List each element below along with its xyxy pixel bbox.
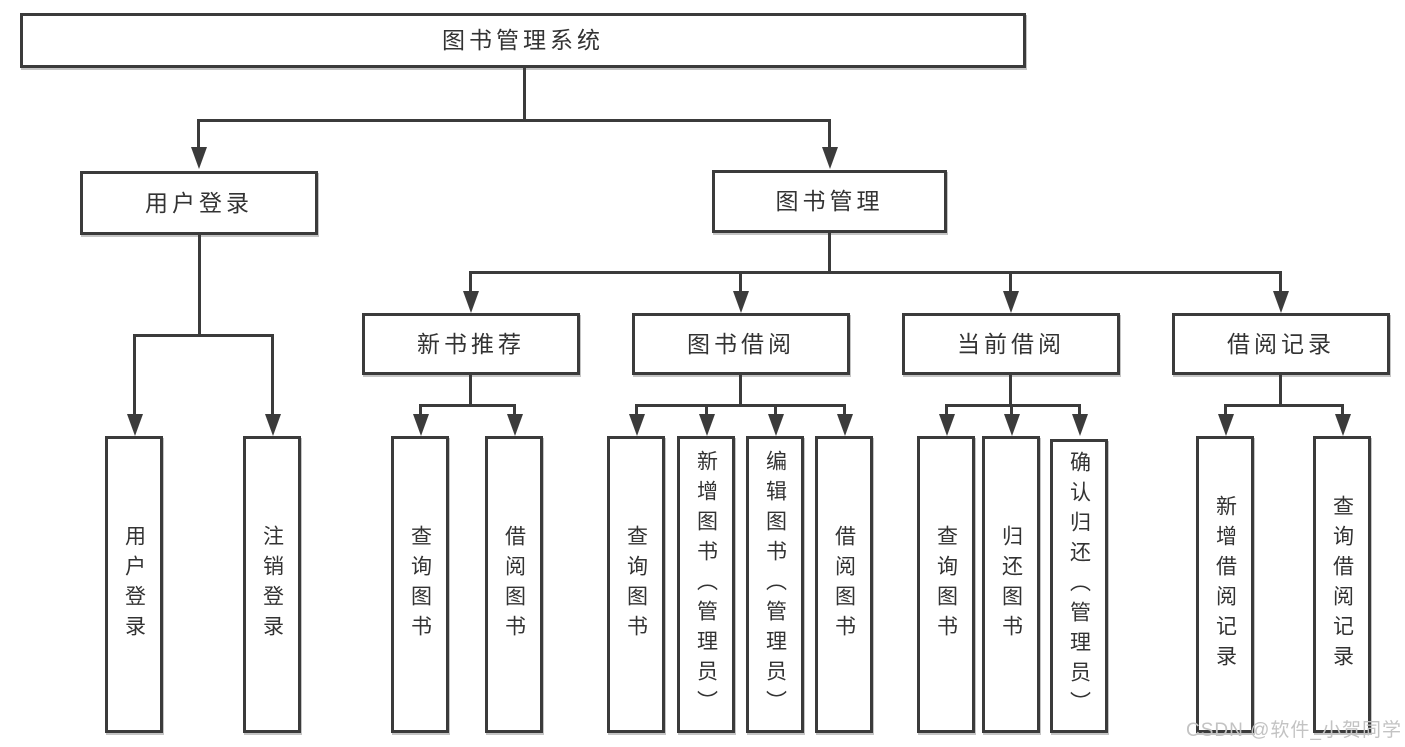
leaf-current-query-books: 查询图书 (917, 436, 975, 733)
leaf-borrowing-query-books: 查询图书 (607, 436, 665, 733)
arrow-down-icon (506, 414, 523, 436)
connector-line (1279, 375, 1282, 406)
node-label: 查询图书 (408, 524, 432, 645)
connector-line (419, 404, 422, 416)
node-user-login: 用户登录 (80, 171, 318, 235)
connector-line (469, 271, 472, 293)
leaf-records-query-record: 查询借阅记录 (1313, 436, 1371, 733)
watermark: CSDN @软件_小贺同学 (1186, 720, 1402, 741)
node-label: 编辑图书（管理员） (763, 449, 787, 720)
arrow-down-icon (190, 147, 207, 169)
node-label: 图书借阅 (687, 330, 795, 357)
arrow-down-icon (767, 414, 784, 436)
connector-line (635, 404, 846, 407)
node-label: 查询借阅记录 (1330, 494, 1354, 675)
leaf-newbooks-query-books: 查询图书 (391, 436, 449, 733)
node-borrowing-records: 借阅记录 (1172, 313, 1390, 375)
node-book-management: 图书管理 (712, 170, 947, 233)
node-label: 查询图书 (624, 524, 648, 645)
node-label: 注销登录 (260, 524, 284, 645)
node-label: 新增借阅记录 (1213, 494, 1237, 675)
connector-line (828, 119, 831, 148)
connector-line (198, 235, 201, 336)
node-label: 当前借阅 (957, 330, 1065, 357)
arrow-down-icon (1071, 414, 1088, 436)
connector-line (843, 404, 846, 416)
connector-line (419, 404, 516, 407)
connector-line (133, 334, 274, 337)
arrow-down-icon (821, 147, 838, 169)
arrow-down-icon (1217, 414, 1234, 436)
leaf-borrowing-edit-books-admin: 编辑图书（管理员） (746, 436, 804, 733)
connector-line (469, 375, 472, 406)
node-label: 确认归还（管理员） (1067, 451, 1091, 721)
connector-line (1009, 375, 1012, 406)
connector-line (1010, 404, 1013, 416)
connector-line (197, 119, 831, 122)
leaf-borrowing-borrow-books: 借阅图书 (815, 436, 873, 733)
connector-line (1224, 404, 1344, 407)
connector-line (1279, 271, 1282, 293)
arrow-down-icon (1003, 414, 1020, 436)
arrow-down-icon (698, 414, 715, 436)
arrow-down-icon (126, 414, 143, 436)
arrow-down-icon (732, 291, 749, 313)
connector-line (739, 271, 742, 293)
connector-line (1078, 404, 1081, 416)
arrow-down-icon (938, 414, 955, 436)
node-label: 归还图书 (999, 524, 1023, 645)
connector-line (197, 119, 200, 148)
node-book-borrowing: 图书借阅 (632, 313, 850, 375)
connector-line (133, 334, 136, 416)
arrow-down-icon (836, 414, 853, 436)
connector-line (1009, 271, 1012, 293)
node-label: 图书管理 (775, 188, 884, 214)
connector-line (774, 404, 777, 416)
node-label: 新增图书（管理员） (694, 449, 718, 720)
leaf-newbooks-borrow-books: 借阅图书 (485, 436, 543, 733)
connector-line (705, 404, 708, 416)
connector-line (1341, 404, 1344, 416)
leaf-current-return-books: 归还图书 (982, 436, 1040, 733)
node-label: 图书管理系统 (442, 27, 604, 53)
connector-line (523, 68, 526, 121)
connector-line (739, 375, 742, 406)
arrow-down-icon (628, 414, 645, 436)
connector-line (469, 271, 1282, 274)
node-label: 借阅图书 (502, 524, 526, 645)
connector-line (1224, 404, 1227, 416)
leaf-borrowing-add-books-admin: 新增图书（管理员） (677, 436, 735, 733)
connector-line (271, 334, 274, 416)
leaf-current-confirm-return-admin: 确认归还（管理员） (1050, 439, 1108, 733)
node-label: 新书推荐 (417, 330, 525, 357)
node-label: 用户登录 (145, 189, 253, 216)
node-label: 借阅记录 (1227, 330, 1335, 357)
connector-line (635, 404, 638, 416)
leaf-logout: 注销登录 (243, 436, 301, 733)
arrow-down-icon (1334, 414, 1351, 436)
leaf-records-add-record: 新增借阅记录 (1196, 436, 1254, 733)
arrow-down-icon (1272, 291, 1289, 313)
connector-line (828, 233, 831, 273)
node-label: 借阅图书 (832, 524, 856, 645)
arrow-down-icon (412, 414, 429, 436)
node-label: 查询图书 (934, 524, 958, 645)
connector-line (513, 404, 516, 416)
leaf-user-login: 用户登录 (105, 436, 163, 733)
connector-line (945, 404, 948, 416)
node-current-borrowing: 当前借阅 (902, 313, 1120, 375)
node-label: 用户登录 (122, 524, 146, 645)
node-library-system: 图书管理系统 (20, 13, 1026, 68)
arrow-down-icon (1002, 291, 1019, 313)
arrow-down-icon (462, 291, 479, 313)
connector-line (945, 404, 1081, 407)
node-new-book-recommendation: 新书推荐 (362, 313, 580, 375)
arrow-down-icon (264, 414, 281, 436)
